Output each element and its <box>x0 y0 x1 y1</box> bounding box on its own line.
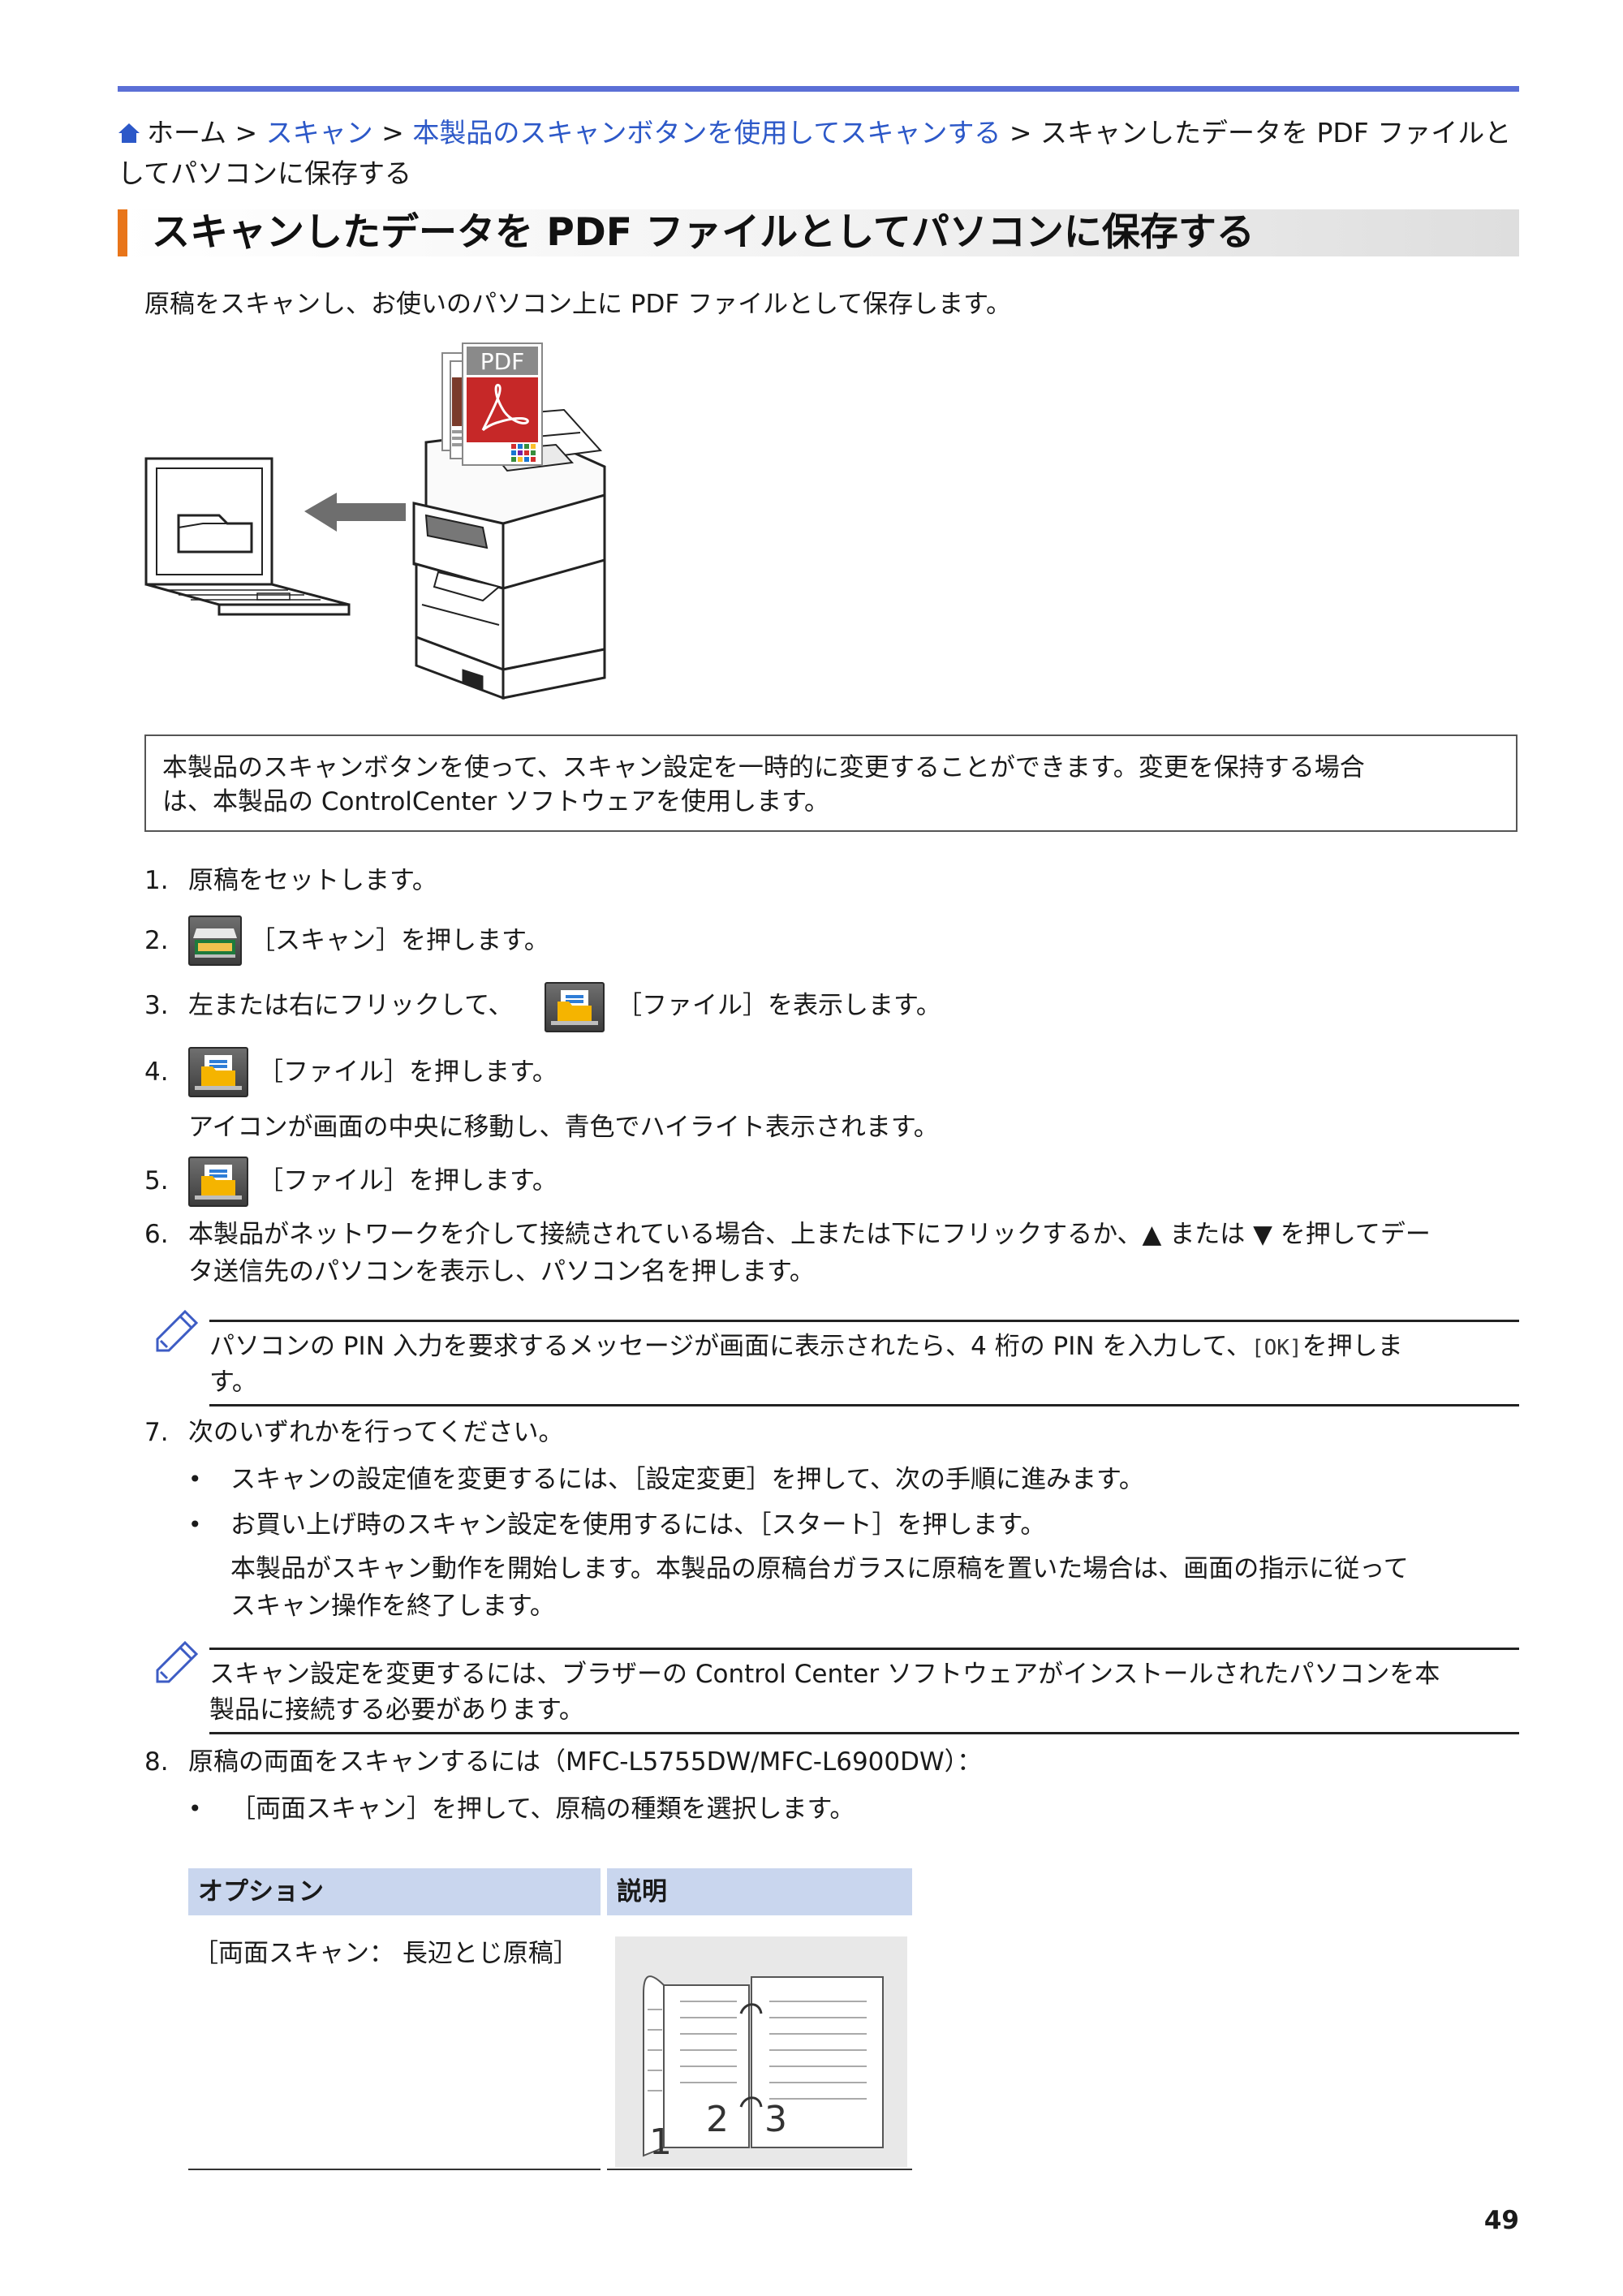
step-4-text: ［ファイル］を押します。 <box>258 1053 558 1091</box>
note-line-1: 本製品のスキャンボタンを使って、スキャン設定を一時的に変更することができます。変… <box>162 753 1365 782</box>
step-3-text-2: ［ファイル］を表示します。 <box>617 987 941 1024</box>
step-1-number: 1. <box>144 866 169 895</box>
hint-1-bottom-rule <box>209 1404 1519 1406</box>
scan-button-icon[interactable] <box>188 915 242 966</box>
pdf-document-icon: PDF <box>441 342 543 466</box>
hint-1-line-1: パソコンの PIN 入力を要求するメッセージが画面に表示されたら、4 桁の PI… <box>209 1328 1403 1367</box>
step-5-action: を押します。 <box>409 1166 558 1195</box>
bullet-2-text: お買い上げ時のスキャン設定を使用するには、 <box>230 1510 759 1540</box>
bullet-1-action: を押して、次の手順に進みます。 <box>771 1465 1144 1494</box>
bullet: • <box>188 1511 202 1538</box>
file-button-icon[interactable] <box>188 1047 248 1097</box>
step-3-number: 3. <box>144 991 169 1020</box>
hint-1-text: パソコンの PIN 入力を要求するメッセージが画面に表示されたら、4 桁の PI… <box>209 1332 1251 1361</box>
step-3-text: 左または右にフリックして、 <box>188 991 514 1020</box>
breadcrumb: ホーム > スキャン > 本製品のスキャンボタンを使用してスキャンする > スキ… <box>118 114 1522 193</box>
page-number-1: 1 <box>649 2122 672 2163</box>
breadcrumb-current: スキャンしたデータを PDF ファイルとしてパソコンに保存する <box>118 117 1512 189</box>
info-note-box: 本製品のスキャンボタンを使って、スキャン設定を一時的に変更することができます。変… <box>144 734 1518 832</box>
step-8-number: 8. <box>144 1747 169 1777</box>
page-number-3: 3 <box>764 2099 787 2140</box>
ok-button-label[interactable]: [OK] <box>1251 1336 1302 1360</box>
page-title: スキャンしたデータを PDF ファイルとしてパソコンに保存する <box>152 210 1255 255</box>
step-7-bullet-1: スキャンの設定値を変更するには、［設定変更］を押して、次の手順に進みます。 <box>230 1461 1144 1498</box>
file-button-icon[interactable] <box>545 982 605 1032</box>
file-button-label[interactable]: ［ファイル］ <box>617 991 768 1020</box>
hint-2-line-1: スキャン設定を変更するには、ブラザーの Control Center ソフトウェ… <box>209 1660 1440 1689</box>
step-5-number: 5. <box>144 1166 169 1195</box>
start-button-label[interactable]: ［スタート］ <box>759 1510 898 1540</box>
step-7-bullet-2: お買い上げ時のスキャン設定を使用するには、［スタート］を押します。 <box>230 1506 1045 1544</box>
hint-2-line-2: 製品に接続する必要があります。 <box>209 1695 584 1725</box>
table-row-rule <box>607 2169 912 2170</box>
file-button-icon[interactable] <box>188 1157 248 1207</box>
pencil-note-icon <box>156 1640 199 1683</box>
step-6-number: 6. <box>144 1220 169 1249</box>
pencil-note-icon <box>156 1309 199 1352</box>
duplex-scan-button-label[interactable]: ［両面スキャン］ <box>230 1794 432 1824</box>
bullet: • <box>188 1466 202 1493</box>
page-title-band: スキャンしたデータを PDF ファイルとしてパソコンに保存する <box>118 209 1519 256</box>
intro-text: 原稿をスキャンし、お使いのパソコン上に PDF ファイルとして保存します。 <box>144 290 1012 319</box>
step-4-action: を押します。 <box>409 1058 558 1087</box>
pdf-label: PDF <box>480 348 525 375</box>
step-2-action: を押します。 <box>401 926 549 955</box>
step-4-subtext: アイコンが画面の中央に移動し、青色でハイライト表示されます。 <box>188 1113 939 1142</box>
table-header-option: オプション <box>188 1868 601 1915</box>
home-icon[interactable] <box>118 115 140 154</box>
long-edge-binding-icon: 1 2 3 <box>615 1936 907 2167</box>
bullet-2-action: を押します。 <box>897 1510 1046 1540</box>
hint-2-top-rule <box>209 1648 1519 1650</box>
step-2-number: 2. <box>144 926 169 955</box>
table-cell-option: ［両面スキャン： 長辺とじ原稿］ <box>193 1939 579 1968</box>
step-7-bullet-2-sub-1: 本製品がスキャン動作を開始します。本製品の原稿台ガラスに原稿を置いた場合は、画面… <box>230 1554 1409 1583</box>
step-1-text: 原稿をセットします。 <box>188 866 437 895</box>
note-line-2: は、本製品の ControlCenter ソフトウェアを使用します。 <box>162 787 830 816</box>
table-header-description: 説明 <box>607 1868 912 1915</box>
step-6-line-2: タ送信先のパソコンを表示し、パソコン名を押します。 <box>188 1257 815 1286</box>
step-8-text: 原稿の両面をスキャンするには（MFC-L5755DW/MFC-L6900DW）： <box>188 1747 983 1777</box>
step-7-text: 次のいずれかを行ってください。 <box>188 1418 564 1447</box>
title-accent-bar <box>118 209 127 256</box>
file-button-label[interactable]: ［ファイル］ <box>258 1166 409 1195</box>
step-5-text: ［ファイル］を押します。 <box>258 1162 558 1200</box>
breadcrumb-link-scan-button[interactable]: 本製品のスキャンボタンを使用してスキャンする <box>412 117 1001 149</box>
breadcrumb-link-scan[interactable]: スキャン <box>265 117 373 149</box>
scan-to-pdf-illustration: PDF <box>144 342 606 700</box>
breadcrumb-separator: > <box>235 117 258 149</box>
file-button-label[interactable]: ［ファイル］ <box>258 1058 409 1087</box>
page-number-2: 2 <box>706 2099 729 2140</box>
breadcrumb-separator: > <box>1009 117 1032 149</box>
bullet-1-text: スキャンの設定値を変更するには、 <box>230 1465 633 1494</box>
change-settings-button-label[interactable]: ［設定変更］ <box>633 1465 772 1494</box>
table-row-rule <box>188 2169 601 2170</box>
step-8-action: を押して、原稿の種類を選択します。 <box>432 1794 855 1824</box>
header-rule <box>118 86 1519 92</box>
page-number: 49 <box>1483 2206 1519 2235</box>
breadcrumb-home[interactable]: ホーム <box>147 117 227 149</box>
hint-1-top-rule <box>209 1320 1519 1322</box>
arrow-left-icon <box>304 493 406 532</box>
step-3-action: を表示します。 <box>768 991 941 1020</box>
step-6-line-1: 本製品がネットワークを介して接続されている場合、上または下にフリックするか、▲ … <box>188 1220 1431 1249</box>
step-4-number: 4. <box>144 1058 169 1087</box>
step-2-text: ［スキャン］を押します。 <box>250 922 549 959</box>
step-7-bullet-2-sub-2: スキャン操作を終了します。 <box>230 1592 555 1621</box>
bullet: • <box>188 1795 202 1822</box>
hint-1-line-2: す。 <box>209 1368 257 1397</box>
scan-button-label[interactable]: ［スキャン］ <box>250 926 401 955</box>
step-7-number: 7. <box>144 1418 169 1447</box>
step-8-bullet-1: ［両面スキャン］を押して、原稿の種類を選択します。 <box>230 1790 855 1828</box>
laptop-icon <box>144 457 351 616</box>
hint-1-text-end: を押しま <box>1302 1332 1403 1361</box>
breadcrumb-separator: > <box>381 117 404 149</box>
hint-2-bottom-rule <box>209 1732 1519 1734</box>
